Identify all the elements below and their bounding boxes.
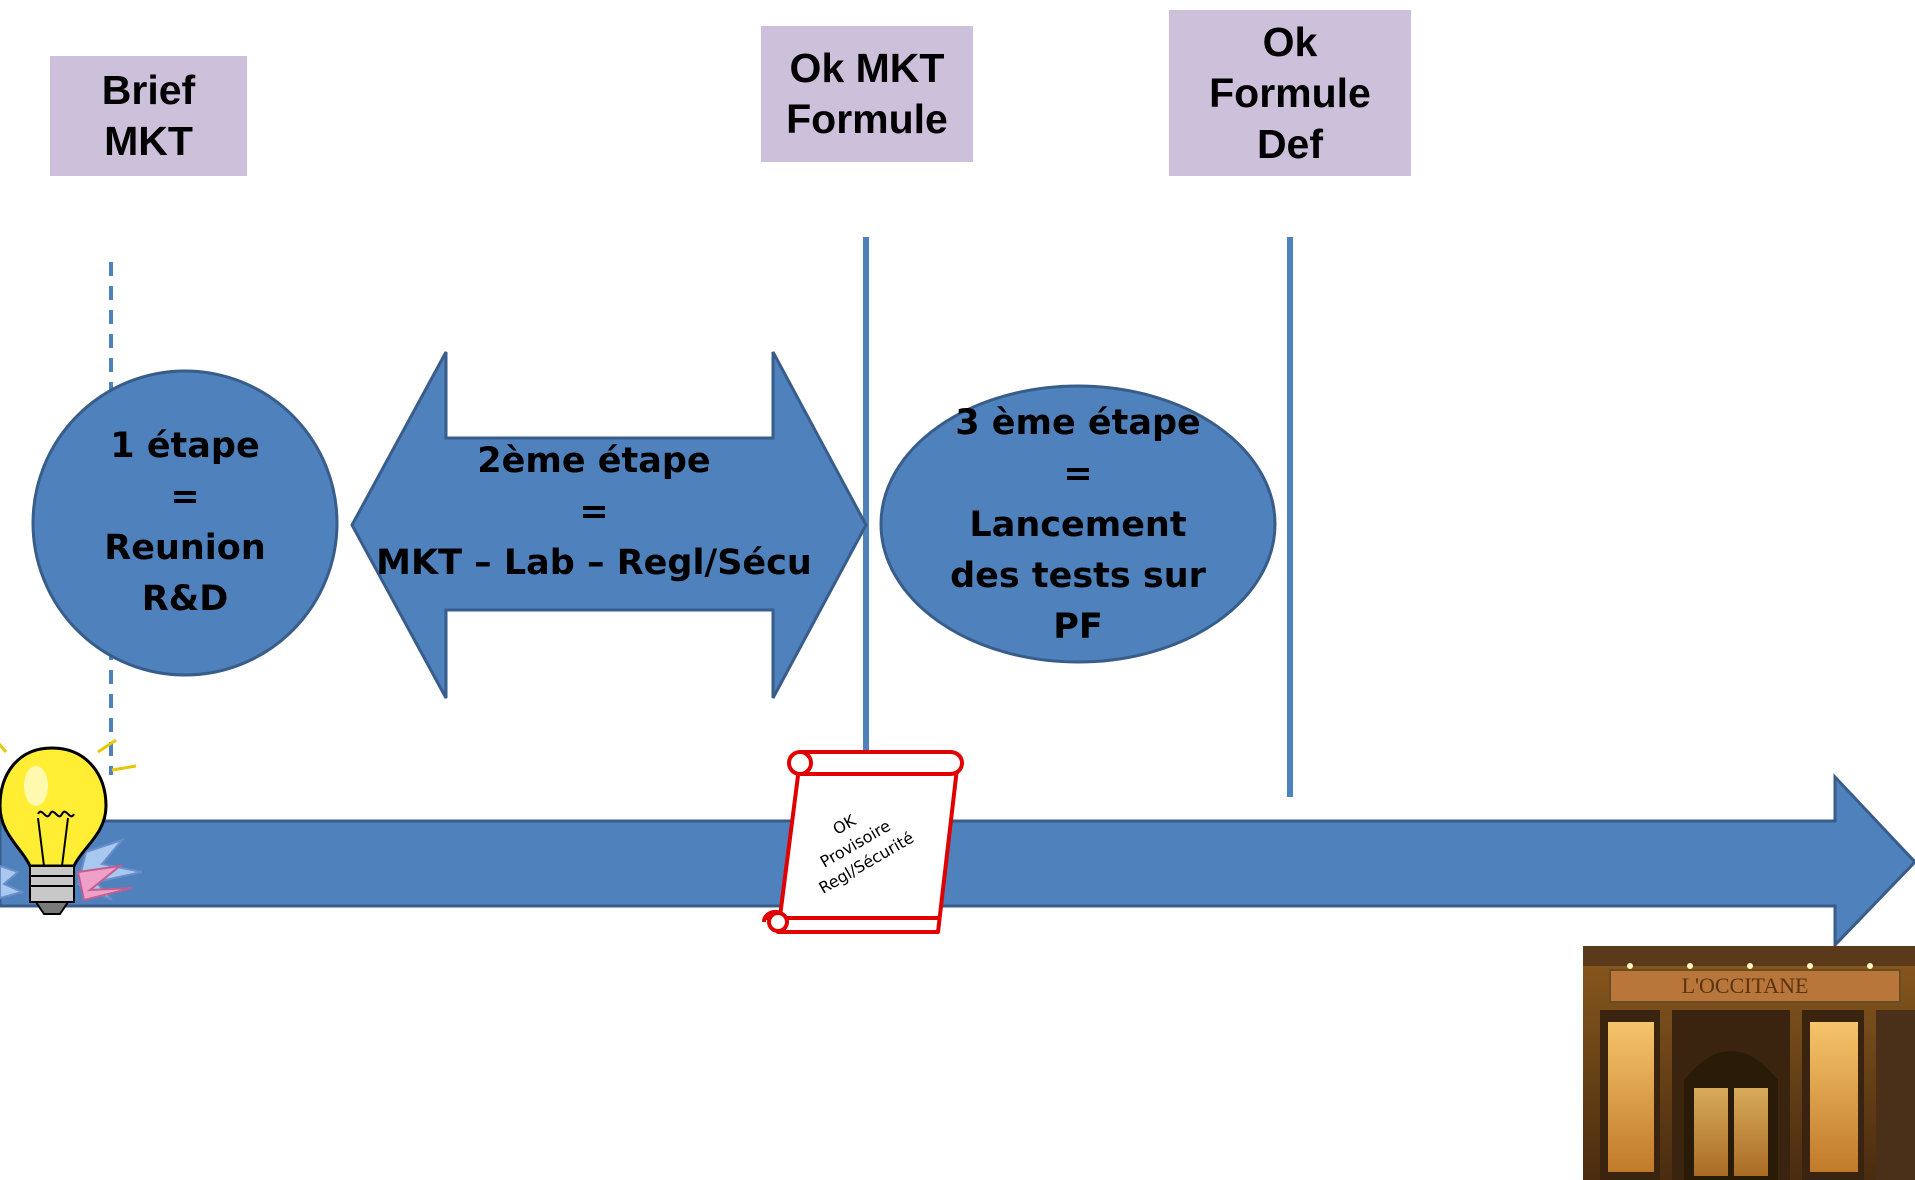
milestone-ok-formule-def: Ok Formule Def <box>1169 10 1411 176</box>
storefront-sign: L'OCCITANE <box>1682 973 1809 998</box>
milestone-brief-mkt: Brief MKT <box>50 56 247 176</box>
step3-ellipse <box>879 384 1277 664</box>
step2-double-arrow <box>350 351 868 699</box>
light-bulb-icon <box>0 738 143 915</box>
step1-circle <box>31 369 339 677</box>
scroll-icon <box>762 750 964 934</box>
step3-label: 3 ème étape = Lancement des tests sur PF <box>950 402 1206 647</box>
milestone-ok-mkt-formule: Ok MKT Formule <box>761 26 973 162</box>
storefront-image: L'OCCITANE <box>1583 946 1915 1180</box>
timeline-arrow <box>0 773 1915 949</box>
step1-label: 1 étape = Reunion R&D <box>104 425 266 619</box>
step2-label: 2ème étape = MKT – Lab – Regl/Sécu <box>376 440 812 583</box>
